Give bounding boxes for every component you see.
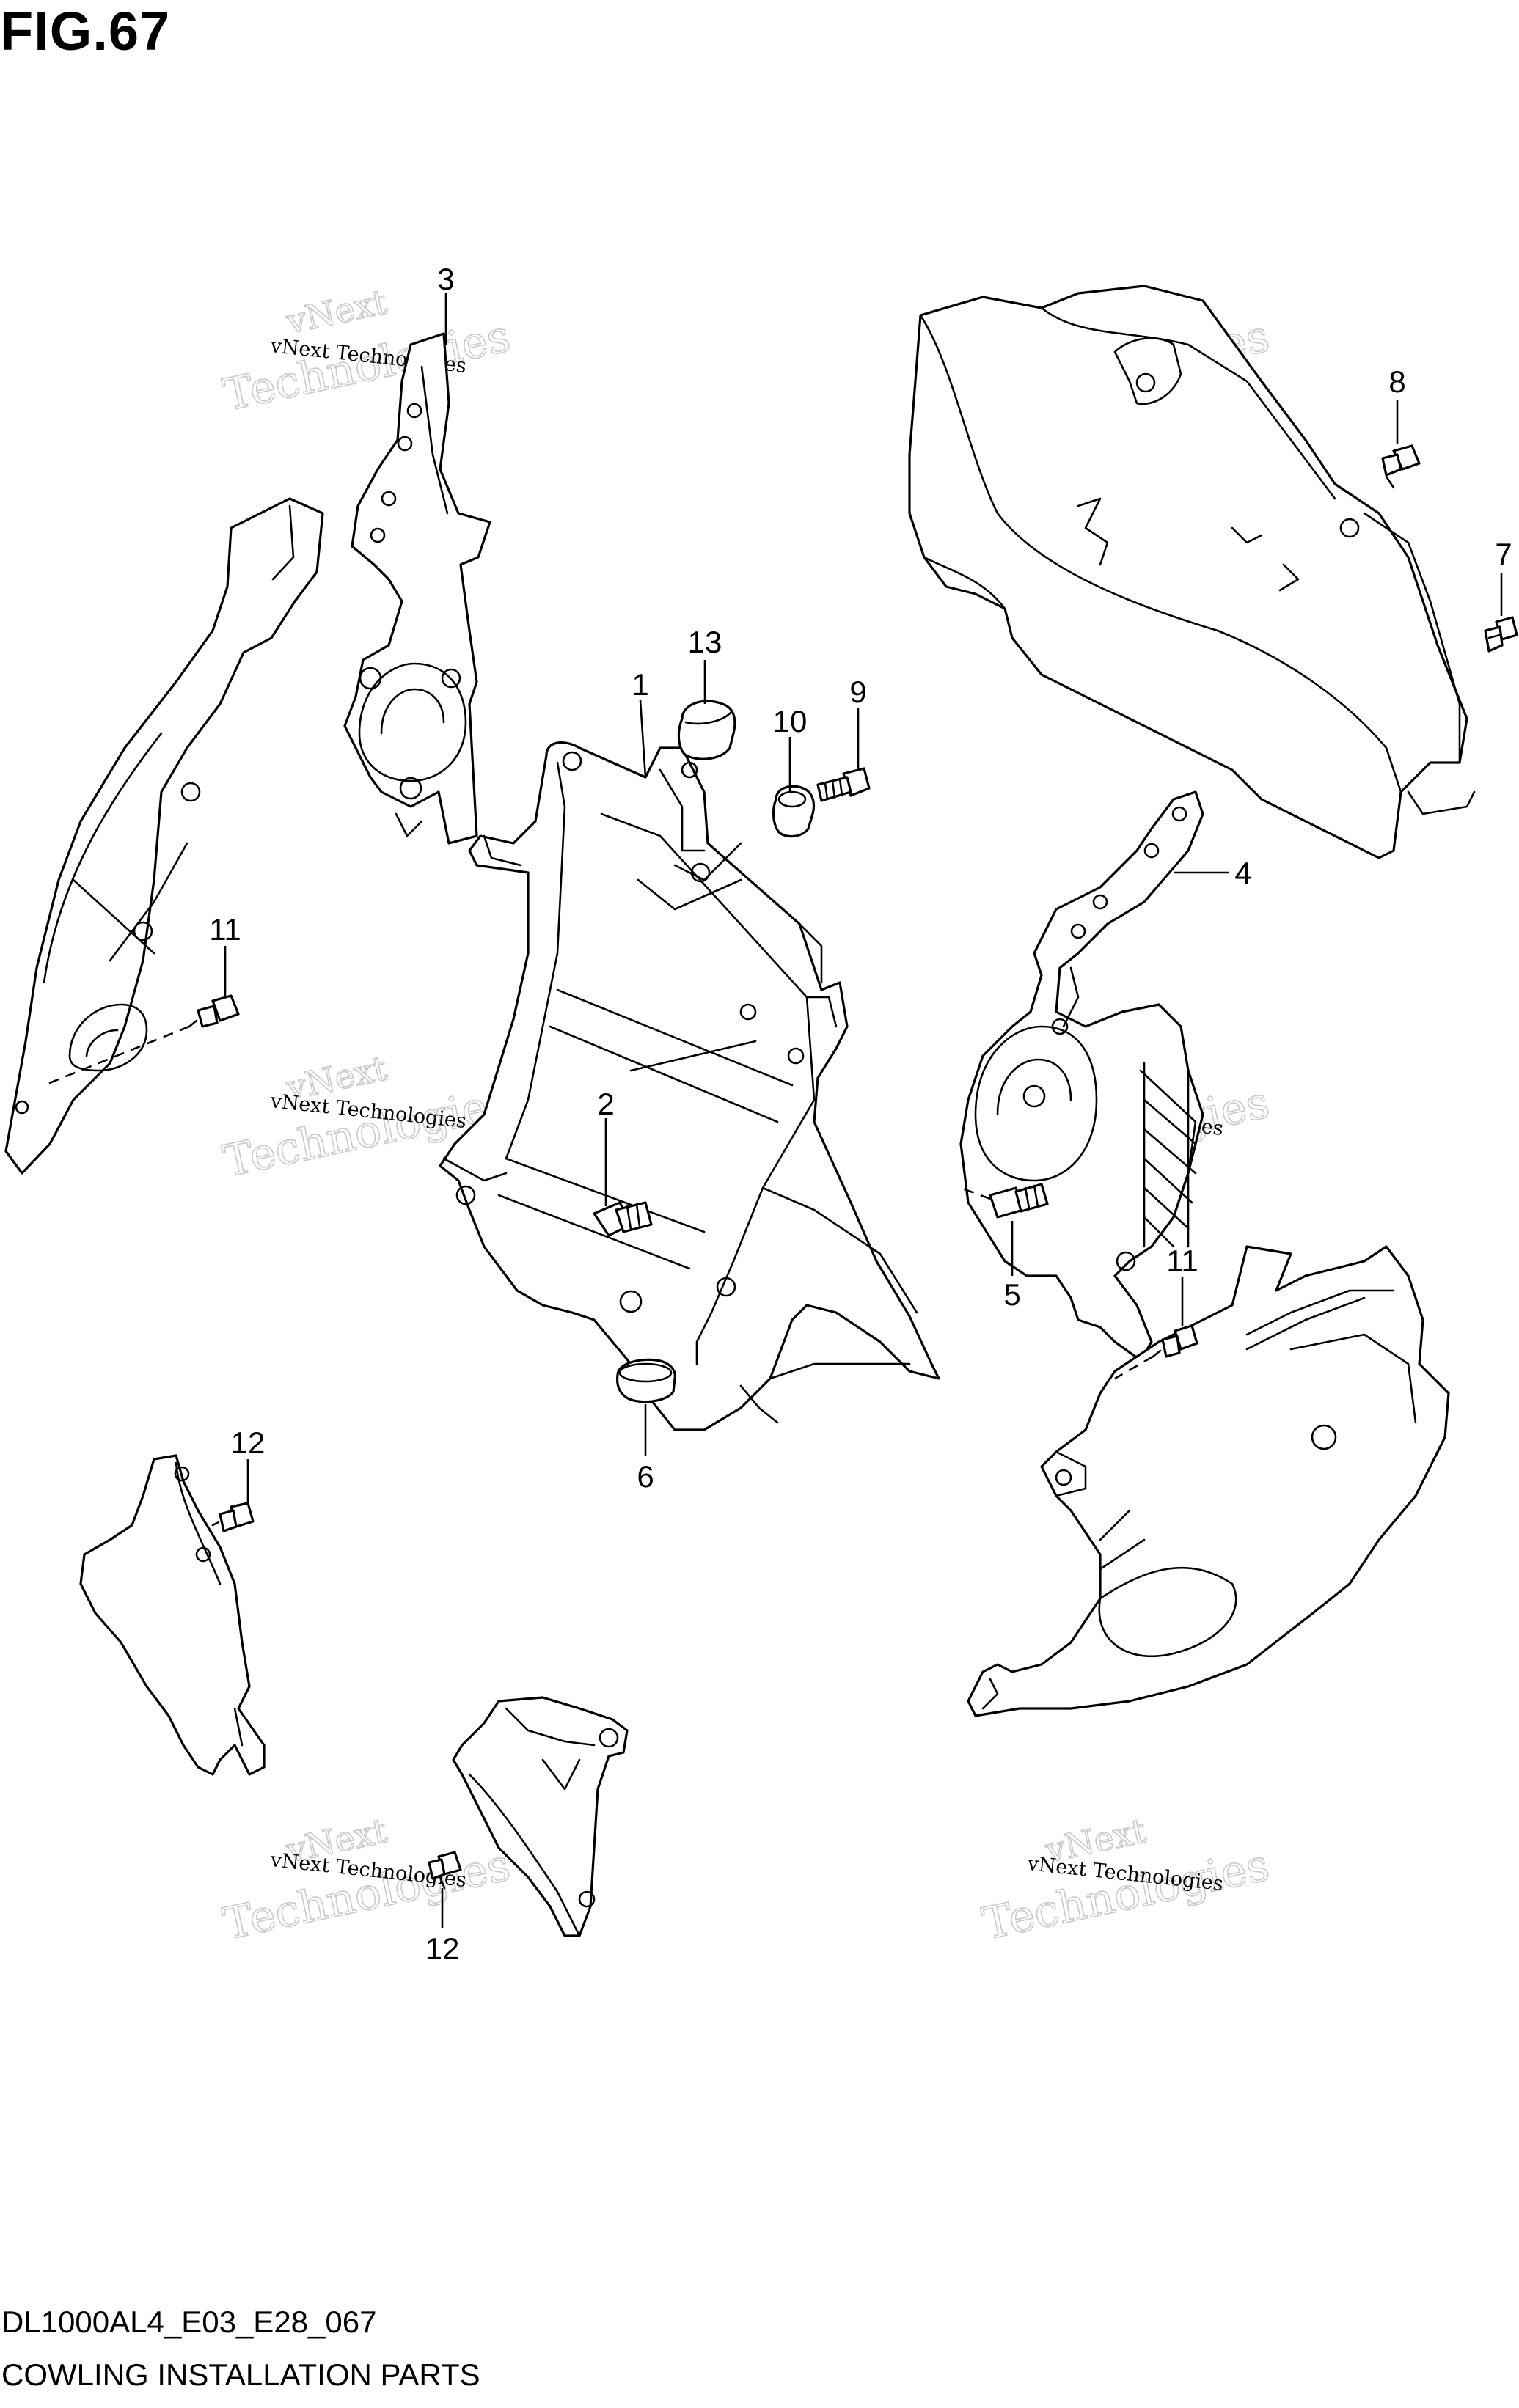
watermark-bottom-right: vNext Technologies vNext Technologies — [978, 1810, 1275, 1950]
callout-11-left: 11 — [209, 912, 241, 947]
part-8-screw — [1381, 444, 1421, 489]
part-7-screw — [1484, 616, 1518, 653]
callout-12-middle: 12 — [425, 1931, 460, 1966]
figure-title: FIG.67 — [0, 1, 171, 62]
side-cowl-right-lower — [967, 1245, 1450, 1717]
part-12-screw-left — [211, 1502, 255, 1532]
callout-3: 3 — [437, 262, 454, 296]
watermark-technologies: Technologies — [978, 1840, 1274, 1950]
part-5-bolt — [989, 1183, 1049, 1219]
part-12-screw-middle — [428, 1851, 462, 1890]
model-code: DL1000AL4_E03_E28_067 — [1, 2305, 377, 2339]
watermark-technologies: Technologies — [219, 1840, 515, 1950]
part-1-cowling-bracket — [439, 741, 940, 1431]
callout-5: 5 — [1003, 1277, 1020, 1312]
callout-7: 7 — [1495, 537, 1512, 571]
part-11-screw-left — [188, 994, 240, 1028]
callout-labels: 3 1 13 10 9 8 7 4 2 5 6 11 11 12 12 — [209, 262, 1512, 1966]
callout-9: 9 — [849, 675, 866, 709]
callout-11-right: 11 — [1166, 1244, 1198, 1278]
watermark-vnext: vNext — [282, 282, 391, 342]
side-panel-lower-middle — [452, 1696, 629, 1937]
inner-cowl-upper-right — [908, 285, 1476, 859]
side-panel-lower-left — [79, 1454, 266, 1776]
callout-8: 8 — [1388, 364, 1405, 399]
part-2-bolt — [593, 1201, 653, 1237]
watermark-bottom-left: vNext Technologies vNext Technologies — [219, 1810, 516, 1950]
part-3-bracket-left — [343, 332, 491, 845]
callout-10: 10 — [773, 704, 808, 738]
callout-12-left: 12 — [231, 1425, 266, 1460]
callout-2: 2 — [597, 1087, 614, 1121]
callout-leaders — [43, 293, 1503, 1928]
part-13-grommet — [677, 700, 736, 760]
figure-name: COWLING INSTALLATION PARTS — [1, 2357, 480, 2392]
part-10-collar — [772, 785, 816, 838]
callout-4: 4 — [1234, 856, 1251, 890]
callout-13: 13 — [688, 625, 722, 659]
callout-6: 6 — [637, 1459, 654, 1494]
callout-1: 1 — [632, 667, 648, 702]
part-11-screw-right — [1152, 1324, 1198, 1358]
watermark-top-left: vNext Technologies vNext Technologies — [219, 281, 516, 422]
part-9-bolt — [816, 767, 871, 802]
part-6-grommet — [615, 1358, 676, 1403]
side-cowl-left-upper — [4, 497, 324, 1175]
